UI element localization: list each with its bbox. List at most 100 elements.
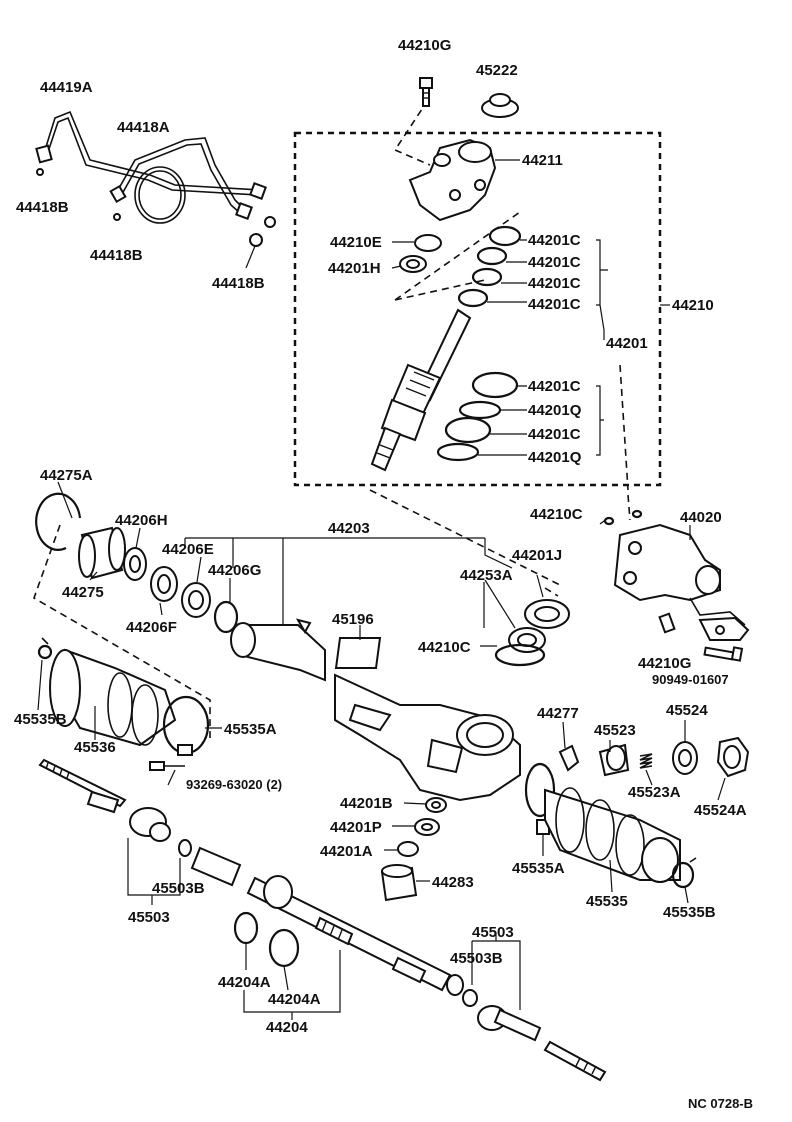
union-seal-44418b-3 [249, 233, 263, 247]
ring-44210c-mid [494, 643, 546, 667]
label-45503-left: 45503 [128, 909, 170, 926]
valve-assembly-frame [293, 131, 662, 487]
ring-44201c-2 [476, 246, 508, 266]
bearing-44201j [524, 599, 570, 629]
label-45503-right: 45503 [472, 924, 514, 941]
label-44418b-1: 44418B [16, 199, 69, 216]
bracket-44201 [596, 239, 608, 456]
connector-small [658, 612, 676, 634]
snap-ring-44275a [35, 492, 82, 551]
clip-45535b-left [37, 637, 53, 660]
label-44210e: 44210E [330, 234, 382, 251]
label-44201q-1: 44201Q [528, 402, 582, 419]
boot-45536 [49, 648, 177, 747]
label-45523: 45523 [594, 722, 636, 739]
lock-nut-45524a [716, 736, 750, 778]
label-45535b-left: 45535B [14, 711, 67, 728]
gear-to-frame-dashed-guide [393, 99, 431, 166]
lead-45503-right [471, 932, 521, 1010]
adjusting-screw-45524 [672, 741, 698, 775]
label-44201c-5: 44201C [528, 378, 581, 395]
ring-right-seal [524, 762, 556, 818]
label-44201c-4: 44201C [528, 296, 581, 313]
bolt-44210g-top [419, 77, 433, 107]
label-44201c-6: 44201C [528, 426, 581, 443]
pipe-44419a [35, 110, 261, 196]
pipe-44418a [109, 137, 267, 224]
label-44201h: 44201H [328, 260, 381, 277]
label-44210c-mid: 44210C [418, 639, 471, 656]
label-44204: 44204 [266, 1019, 308, 1036]
lead-44418b-3 [245, 245, 256, 269]
clip-90949 [698, 616, 750, 641]
rack-guide-45523 [598, 743, 630, 777]
label-44206f: 44206F [126, 619, 177, 636]
label-44206e: 44206E [162, 541, 214, 558]
label-44204a-1: 44204A [218, 974, 271, 991]
seal-44210e [414, 234, 442, 252]
valve-to-motor-dashed-guide [619, 364, 631, 521]
rack-44204 [190, 846, 464, 996]
seal-kit-dashed-frame [394, 211, 521, 301]
label-93269: 93269-63020 (2) [186, 777, 282, 792]
label-45222: 45222 [476, 62, 518, 79]
label-44211: 44211 [522, 152, 563, 169]
seal-44206h [123, 547, 147, 581]
label-44210g-right: 44210G [638, 655, 691, 672]
label-45503b-left: 45503B [152, 880, 205, 897]
clip-45535b-right [671, 857, 697, 889]
union-seal-44418b-1 [36, 168, 44, 176]
bearing-44201h [399, 255, 427, 273]
lead-44204 [243, 943, 341, 1020]
label-44253a: 44253A [460, 567, 513, 584]
pinion-shaft [370, 308, 472, 472]
label-44201c-3: 44201C [528, 275, 581, 292]
tie-rod-left [38, 758, 171, 842]
spring-45523a [639, 753, 653, 769]
label-44277: 44277 [537, 705, 579, 722]
label-44275: 44275 [62, 584, 104, 601]
label-44203: 44203 [328, 520, 370, 537]
label-45524a: 45524A [694, 802, 747, 819]
label-45535a-right: 45535A [512, 860, 565, 877]
label-45535: 45535 [586, 893, 628, 910]
label-44418b-2: 44418B [90, 247, 143, 264]
label-44020: 44020 [680, 509, 722, 526]
seal-44206f [150, 566, 178, 602]
label-44201p: 44201P [330, 819, 382, 836]
boot-45535 [544, 787, 681, 883]
nut-44201p [414, 818, 440, 836]
ring-44201c-6 [444, 416, 492, 444]
label-44206g: 44206G [208, 562, 261, 579]
lead-44203 [184, 537, 513, 625]
label-44210g-top: 44210G [398, 37, 451, 54]
clamp-45535a-left [162, 695, 210, 756]
ring-44201c-5 [471, 371, 519, 399]
left-boot-dashed-frame [33, 524, 211, 738]
seal-44210c-right [603, 516, 615, 526]
label-45536: 45536 [74, 739, 116, 756]
guide-44277 [558, 744, 580, 772]
label-44201c-2: 44201C [528, 254, 581, 271]
lead-rings-top [487, 239, 527, 303]
label-45524: 45524 [666, 702, 708, 719]
label-44283: 44283 [432, 874, 474, 891]
seal-44204a-1 [233, 911, 259, 945]
bushing-44201b [425, 797, 447, 813]
ring-44201q-2 [436, 442, 480, 462]
ring-44201q-1 [458, 400, 502, 420]
ring-44206g [213, 600, 239, 634]
ring-44201c-4 [457, 288, 489, 308]
label-45535a-left: 45535A [224, 721, 277, 738]
label-44201: 44201 [606, 335, 648, 352]
clamp-45503b-left [178, 839, 192, 857]
bolt-44210g-right [703, 646, 744, 662]
label-45196: 45196 [332, 611, 374, 628]
union-seal-44418b-2 [113, 213, 121, 221]
gear-housing [334, 673, 521, 802]
cap-44283 [380, 864, 418, 902]
label-45523a: 45523A [628, 784, 681, 801]
bushing-44275 [78, 526, 126, 580]
label-44201a: 44201A [320, 843, 373, 860]
